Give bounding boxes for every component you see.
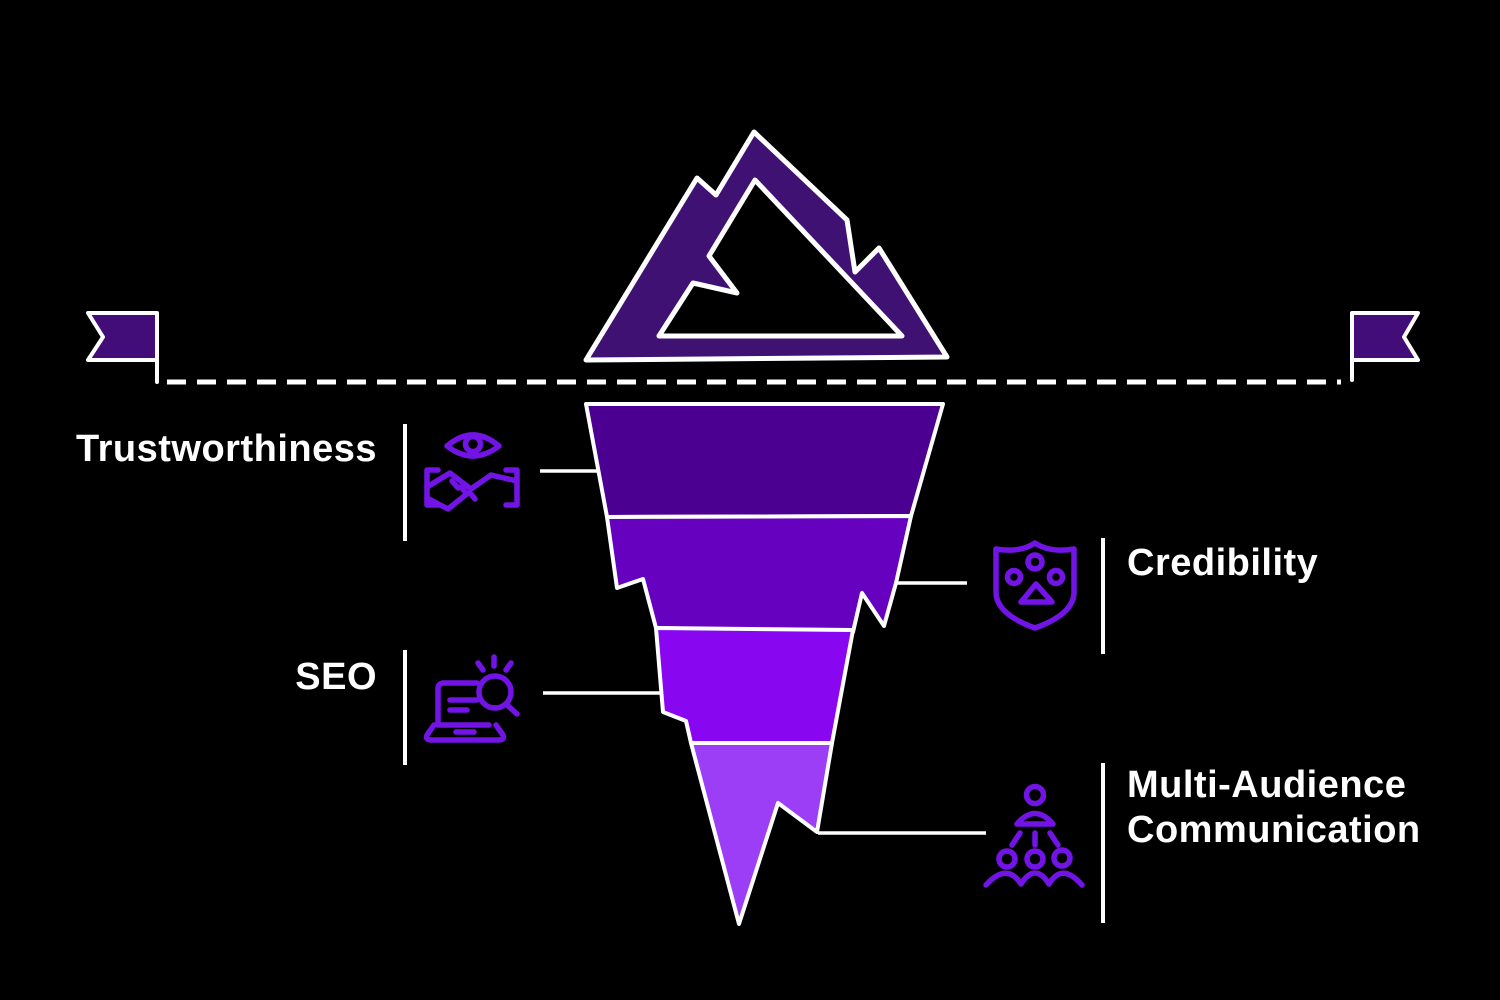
label-seo: SEO [295, 656, 377, 698]
label-multi-audience-line1: Multi-Audience [1127, 764, 1407, 806]
iceberg-level-3-seo [654, 626, 855, 745]
label-credibility: Credibility [1127, 542, 1319, 584]
divider-multi-audience [1101, 763, 1105, 923]
presenter-audience-icon [983, 783, 1085, 888]
iceberg-level-4-multi-audience [689, 741, 834, 926]
divider-credibility [1101, 538, 1105, 654]
label-trustworthiness: Trustworthiness [76, 428, 377, 470]
label-multi-audience: Multi-Audience Communication [1127, 763, 1421, 853]
mask-shield-icon [993, 540, 1077, 631]
left-flag-icon [86, 311, 159, 384]
laptop-search-icon [423, 654, 520, 743]
eye-handshake-icon [424, 432, 520, 512]
right-flag-icon [1350, 311, 1420, 382]
mountain-peak [583, 129, 950, 363]
divider-seo [403, 650, 407, 765]
label-multi-audience-line2: Communication [1127, 809, 1421, 851]
iceberg-level-1-trustworthiness [584, 402, 945, 519]
divider-trustworthiness [403, 424, 407, 541]
iceberg-level-2-credibility [605, 514, 913, 634]
